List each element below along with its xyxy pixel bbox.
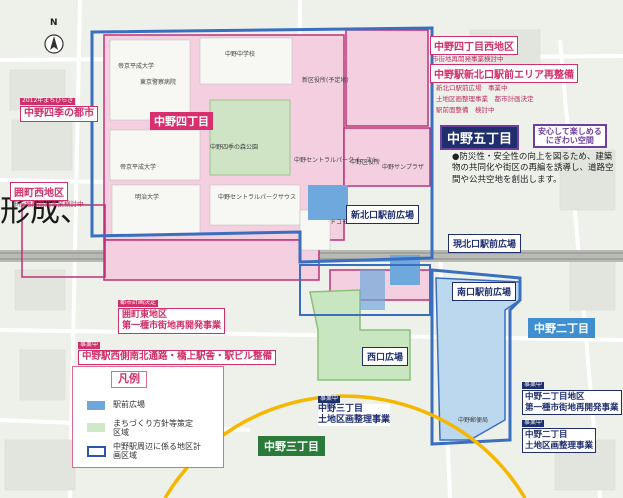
nichome1-label-group: 事業中 中野二丁目地区 第一種市街地再開発事業 [522,372,622,415]
nichome1-line2: 第一種市街地再開発事業 [525,402,619,413]
building-label: 帝京平成大学 [120,164,157,171]
nakano-gochome-block [343,127,431,187]
kakoi-title: 囲町東地区 [122,310,168,321]
building-label: 新区役所(予定地) [302,77,349,84]
building-label: 中野四季の森公園 [210,144,259,151]
nichome1-line1: 中野二丁目地区 [525,392,585,403]
nichome1-tag: 事業中 [522,381,545,389]
shinkita-item: 新北口駅前広場 事業中 [436,84,508,92]
shiki-title: 中野四季の都市 [20,106,98,122]
shinkita-item: 駅前面整備 検討中 [436,106,495,114]
sanchome-tag: 事業中 [318,395,341,403]
legend-label-plaza: 駅前広場 [113,400,145,409]
north-label: N [50,18,58,28]
yonchome-nishi-area [345,29,429,127]
area-gochome: 中野五丁目 [440,125,520,150]
kakoi-nishi-area [21,204,106,278]
building-label: 中野セントラルパークイースト [294,157,378,164]
shiki-label-group: 2012年まちびらき 中野四季の都市 [20,88,98,122]
legend-swatch-policy [87,423,105,432]
sanchome-label-group: 事業中 中野三丁目 土地区画整理事業 [318,386,391,426]
legend-swatch-district [87,446,106,457]
nishigawa-title: 中野駅西側南北通路・橋上駅舎・駅ビル整備 [78,350,277,366]
building-label: 帝京平成大学 [118,63,155,70]
legend-label-policy: まちづくり方針等策定区域 [113,419,193,438]
plaza-nishi: 西口広場 [362,347,409,366]
district-boundary-north [90,26,434,264]
callout-badge: 安心して楽しめる にぎわい空間 [533,124,607,149]
building-label: 中野サンプラザ [382,164,424,171]
legend-label-district: 中野駅周辺に係る地区計画区域 [113,442,201,461]
sanchome-line2: 土地区画整理事業 [318,415,391,426]
kakoi-tag: 都市計画決定 [118,299,159,307]
plaza-minami: 南口駅前広場 [452,282,517,301]
building-label: 中野セントラルパークサウス [218,194,297,201]
kakoi-sub: 第一種市街地再開発事業 [122,321,222,332]
sanchome-line1: 中野三丁目 [318,404,364,415]
nichome2-label-group: 事業中 中野二丁目 土地区画整理事業 [522,410,597,453]
district-boundary-south [430,268,522,446]
shinkita-title: 中野駅新北口駅前エリア再整備 [430,64,578,83]
building-label: 東京警察病院 [140,79,177,86]
legend-panel: 凡例 駅前広場 まちづくり方針等策定区域 中野駅周辺に係る地区計画区域 [72,366,224,468]
campus-blocks [109,37,331,251]
building-label: 中野中学校 [225,51,256,58]
kakoi-nishi-sub: 市街地再開発事業検討中 [12,200,84,208]
nichome2-line2: 土地区画整理事業 [525,440,594,451]
plaza-shinkita: 新北口駅前広場 [346,205,420,224]
yonchome-nishi-title: 中野四丁目西地区 [430,36,518,55]
north-arrow-icon [50,36,58,50]
district-boundary-station [299,264,431,316]
kakoi-nishi-title: 囲町西地区 [10,182,68,201]
legend-swatch-plaza [87,401,105,410]
west-plaza-shape [360,270,385,310]
kakoi-label-group: 都市計画決定 囲町東地区 第一種市街地再開発事業 [118,290,226,334]
building-label: 中野郵便局 [458,417,489,424]
legend-title: 凡例 [111,371,147,388]
nishigawa-label-group: 事業中 中野駅西側南北通路・橋上駅舎・駅ビル整備 [78,332,277,366]
callout-text: ●防災性・安全性の向上を図るため、建築物の共同化や街区の再編を誘導し、道路空間や… [452,152,614,185]
shinkita-item: 土地区画整理事業 都市計画決定 [436,95,534,103]
shiki-tag: 2012年まちびらき [20,97,76,105]
shinkita-plaza-shape [308,185,348,220]
plaza-kita: 現北口駅前広場 [448,234,522,253]
nishigawa-tag: 事業中 [78,341,101,349]
building-label: ドコモビル [330,219,361,226]
nichome2-line1: 中野二丁目 [525,430,568,441]
kakoi-area [103,239,320,281]
yonchome-nishi-sub: 市街地再開発事業検討中 [432,55,504,63]
building-label: 中野区役所 [350,159,381,166]
area-yonchome: 中野四丁目 [150,112,213,130]
nichome2-tag: 事業中 [522,419,545,427]
park-area [209,99,291,176]
area-nichome: 中野二丁目 [528,318,595,338]
building-label: 明治大学 [135,194,160,201]
area-sanchome-green: 中野三丁目 [258,436,325,456]
